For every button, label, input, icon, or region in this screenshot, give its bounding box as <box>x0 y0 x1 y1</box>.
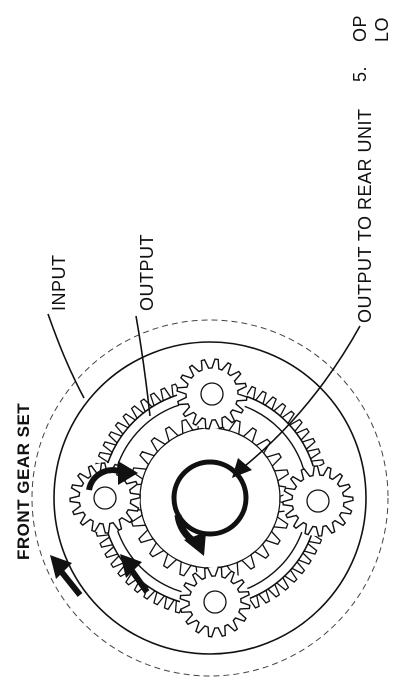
input-leader <box>48 314 84 398</box>
step-text: 5. OP LO <box>350 15 392 82</box>
output-label: OUTPUT <box>137 234 157 311</box>
step-number: 5. <box>350 66 370 82</box>
planet-gear <box>283 466 353 536</box>
diagram-title: FRONT GEAR SET <box>14 403 33 560</box>
step-line-1: OP <box>350 15 370 42</box>
planet-gear-body <box>180 567 250 637</box>
step-line-2: LO <box>372 17 392 42</box>
sun-gear <box>128 416 292 580</box>
input-label: INPUT <box>49 255 69 312</box>
output-to-rear-arrowhead <box>232 458 252 478</box>
planet-gear-body <box>177 359 247 429</box>
output-to-rear-label: OUTPUT TO REAR UNIT <box>355 108 375 323</box>
ring-input-arrow-shaft <box>60 570 80 595</box>
planet-gear <box>177 359 247 429</box>
planet-gear <box>180 567 250 637</box>
